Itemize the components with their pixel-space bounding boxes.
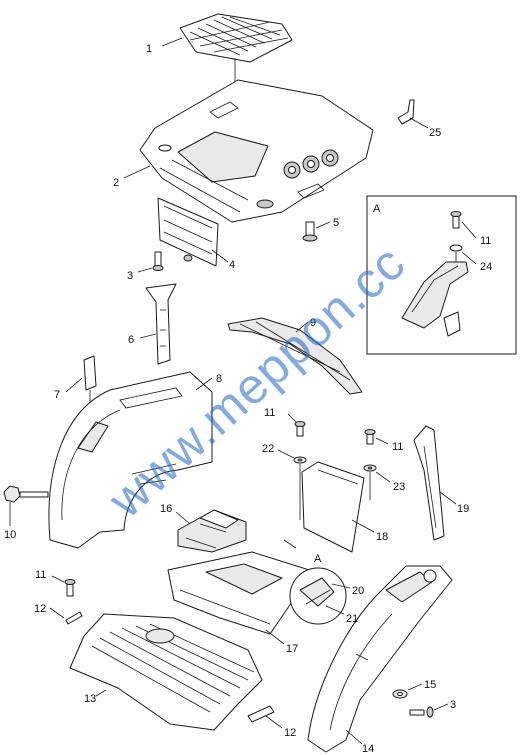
callout-5: 5 — [333, 217, 339, 229]
part-14-sill — [307, 565, 453, 753]
callout-24: 24 — [480, 261, 492, 273]
inset-view-a — [366, 195, 517, 355]
callout-19: 19 — [457, 503, 469, 515]
part-19-strip — [413, 425, 457, 541]
callout-20: 20 — [352, 585, 364, 597]
part-13-floor-mat — [69, 613, 263, 731]
callout-2: 2 — [113, 177, 119, 189]
part-23-washer — [363, 464, 391, 500]
callout-18: 18 — [376, 531, 388, 543]
part-5-plug — [302, 221, 331, 242]
leader-17 — [283, 539, 297, 549]
callout-11d: 11 — [35, 569, 46, 581]
callout-15: 15 — [424, 679, 436, 691]
callout-6: 6 — [128, 334, 134, 346]
part-12-clip-left — [49, 607, 83, 625]
watermark-text: www.meppon.cc — [97, 234, 415, 529]
part-11-screw-left — [51, 575, 76, 597]
part-15-nut — [392, 683, 423, 699]
callout-25: 25 — [429, 127, 441, 139]
callout-13: 13 — [84, 693, 96, 705]
inset-label-a: A — [373, 203, 381, 215]
part-12-clip-lower — [247, 705, 283, 729]
part-9-trim-strip — [227, 317, 363, 395]
callout-9: 9 — [310, 317, 316, 329]
callout-22: 22 — [262, 443, 274, 455]
part-3-screw-top — [137, 251, 164, 273]
callout-21: 21 — [346, 613, 358, 625]
callout-11c: 11 — [392, 441, 403, 453]
part-22-washer — [277, 449, 307, 520]
part-11-screw-right — [364, 429, 389, 445]
part-8-wheel-housing — [48, 371, 213, 549]
callout-3b: 3 — [450, 699, 456, 711]
callout-10: 10 — [4, 529, 16, 541]
part-11-screw-center — [287, 413, 306, 437]
callout-1: 1 — [146, 43, 152, 55]
callout-7: 7 — [54, 389, 60, 401]
callout-4: 4 — [229, 259, 235, 271]
callout-14: 14 — [362, 743, 374, 755]
leader-1 — [161, 37, 183, 47]
callout-23: 23 — [393, 481, 405, 493]
callout-12a: 12 — [34, 603, 46, 615]
part-7-clip — [65, 355, 97, 420]
callout-17: 17 — [286, 643, 298, 655]
callout-12b: 12 — [284, 727, 296, 739]
detail-label-a: A — [314, 553, 322, 565]
callout-11a: 11 — [480, 235, 491, 247]
callout-labels: 1 2 3 4 5 25 6 9 7 8 11 11 22 23 19 10 1… — [4, 43, 492, 755]
part-2-headliner — [139, 79, 374, 223]
part-16-console — [175, 509, 247, 553]
part-3-screw-bottom — [409, 703, 449, 718]
leader-2 — [123, 165, 151, 179]
callout-3a: 3 — [127, 270, 133, 282]
part-18-panel — [301, 461, 375, 553]
part-4-shade — [157, 197, 229, 267]
callout-11b: 11 — [264, 407, 275, 419]
detail-a-circle — [289, 567, 351, 625]
part-25-bracket — [397, 99, 429, 129]
callout-16: 16 — [160, 503, 172, 515]
part-10-bolt — [3, 485, 49, 526]
callout-8: 8 — [216, 373, 222, 385]
part-6-pillar — [139, 283, 177, 365]
dome-light-vents — [283, 149, 339, 179]
part-17-floor-panel — [167, 551, 323, 645]
